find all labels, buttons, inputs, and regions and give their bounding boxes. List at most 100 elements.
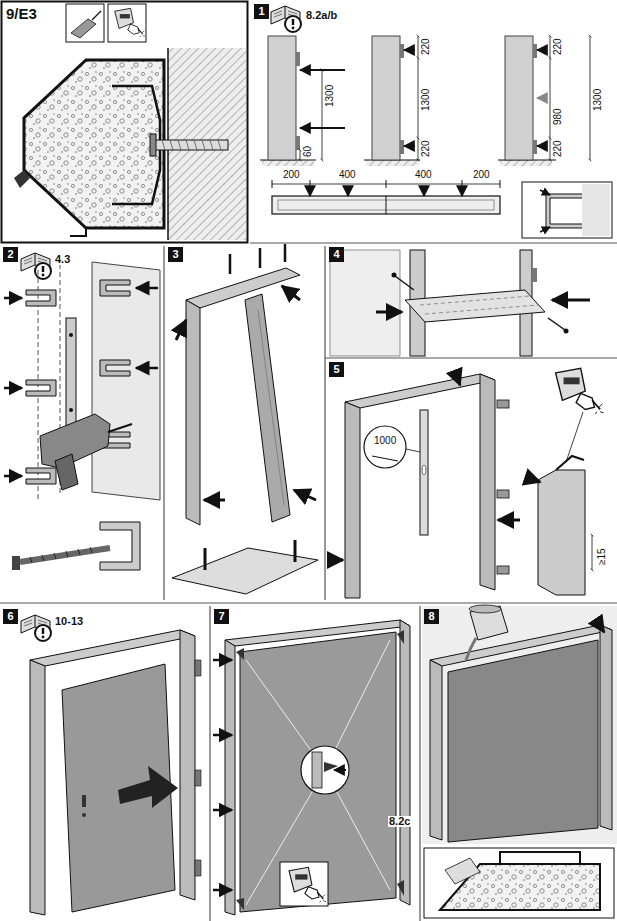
concrete-filling-panel-part bbox=[500, 852, 580, 864]
anchor-fixing-panel-part bbox=[136, 287, 158, 290]
dimension-label: 400 bbox=[338, 170, 357, 180]
spreader-panel-part bbox=[330, 250, 400, 356]
anchor-fixing-panel-part bbox=[4, 297, 22, 300]
wedging-panel-part bbox=[280, 862, 328, 906]
step-number: 2 bbox=[3, 247, 18, 262]
frame-assembly-panel-part bbox=[186, 300, 200, 525]
door-hanging-panel-part bbox=[82, 813, 86, 817]
spreader-panel-part bbox=[564, 329, 569, 334]
concrete-filling-panel-part bbox=[600, 625, 612, 830]
concrete-filling-panel-part bbox=[596, 620, 604, 632]
alignment-panel-part bbox=[528, 478, 540, 482]
anchor-positions-panel-part bbox=[300, 150, 301, 160]
step-number-text: 7 bbox=[218, 611, 224, 622]
anchor-positions-panel-part bbox=[537, 97, 547, 99]
frame-assembly-panel-part bbox=[259, 248, 262, 268]
alignment-panel-part bbox=[556, 368, 604, 414]
frame-assembly-panel-part bbox=[204, 499, 225, 502]
frame-section-panel-part bbox=[2, 2, 248, 243]
alignment-panel-part bbox=[406, 449, 420, 452]
concrete-filling-panel-part bbox=[470, 606, 508, 640]
frame-section-panel-part bbox=[108, 4, 146, 42]
frame-section-panel-part bbox=[70, 228, 86, 236]
panel-divider-part bbox=[0, 602, 617, 603]
spreader-panel-part bbox=[395, 276, 414, 290]
frame-assembly-panel-part bbox=[176, 320, 186, 340]
anchor-positions-panel-part bbox=[309, 186, 311, 196]
alignment-panel-part bbox=[538, 470, 585, 595]
anchor-positions-panel-part bbox=[400, 44, 404, 58]
dimension-label: 60 bbox=[303, 145, 313, 158]
frame-section-panel-part bbox=[150, 134, 156, 156]
panel-divider-part bbox=[325, 357, 617, 358]
anchor-positions-panel-part bbox=[404, 145, 415, 147]
door-hanging-panel-part bbox=[30, 660, 45, 915]
door-hanging-panel-part bbox=[195, 860, 201, 876]
anchor-positions-panel-part bbox=[548, 196, 582, 226]
panel-divider-part bbox=[324, 246, 325, 600]
dimension-label: ≥15 bbox=[597, 547, 607, 566]
step-number-text: 2 bbox=[7, 249, 13, 260]
anchor-positions-panel bbox=[260, 6, 612, 238]
alignment-panel-part bbox=[498, 519, 520, 522]
dimension-label: 980 bbox=[553, 107, 563, 126]
anchor-positions-panel-part bbox=[418, 138, 419, 160]
anchor-positions-panel-part bbox=[272, 196, 500, 214]
anchor-positions-panel-part bbox=[347, 186, 349, 196]
anchor-positions-panel-part bbox=[548, 196, 582, 226]
frame-assembly-panel bbox=[172, 244, 318, 594]
anchor-fixing-panel-part bbox=[108, 424, 132, 432]
wedging-panel-part bbox=[213, 734, 232, 737]
frame-section-panel-part bbox=[162, 140, 221, 150]
step-number: 6 bbox=[3, 609, 18, 624]
alignment-panel-part bbox=[372, 456, 398, 461]
anchor-positions-panel-part bbox=[550, 36, 551, 58]
concrete-filling-panel-part bbox=[430, 660, 442, 840]
anchor-positions-panel-part bbox=[296, 136, 300, 150]
anchor-positions-panel-part bbox=[271, 6, 301, 32]
anchor-positions-panel-part bbox=[300, 127, 345, 129]
step-number: 7 bbox=[214, 609, 229, 624]
alignment-panel-part bbox=[566, 412, 583, 462]
frame-assembly-panel-part bbox=[258, 310, 284, 505]
anchor-fixing-panel-part bbox=[69, 333, 73, 337]
alignment-panel-part bbox=[422, 465, 426, 475]
alignment-panel-part bbox=[556, 456, 584, 470]
step-number-text: 8 bbox=[428, 611, 434, 622]
anchor-positions-panel-part bbox=[268, 36, 296, 160]
anchor-fixing-panel-part bbox=[21, 253, 51, 279]
alignment-panel-part bbox=[345, 402, 360, 598]
alignment-panel-part bbox=[497, 566, 509, 574]
anchor-positions-panel-part bbox=[418, 36, 419, 58]
concrete-filling-panel-part bbox=[466, 638, 476, 660]
spreader-panel-part bbox=[552, 299, 590, 302]
anchor-positions-panel-part bbox=[590, 36, 591, 160]
frame-assembly-panel-part bbox=[294, 540, 297, 562]
step-number: 3 bbox=[168, 247, 183, 262]
anchor-positions-panel-part bbox=[300, 69, 345, 71]
frame-section-panel-part bbox=[14, 170, 30, 188]
frame-section-panel bbox=[2, 2, 248, 243]
door-hanging-panel bbox=[21, 615, 201, 915]
wedging-panel-part bbox=[246, 640, 390, 905]
step-number-text: 5 bbox=[333, 364, 339, 375]
spreader-panel bbox=[330, 250, 590, 356]
anchor-fixing-panel-part bbox=[55, 454, 78, 490]
step-number-text: 1 bbox=[258, 6, 264, 17]
reference-number: 8.2c bbox=[388, 816, 411, 827]
anchor-positions-panel-part bbox=[533, 140, 537, 154]
dimension-label: 1300 bbox=[421, 88, 431, 112]
concrete-filling-panel-part bbox=[424, 848, 614, 918]
spreader-panel-part bbox=[420, 296, 530, 305]
anchor-positions-panel-part bbox=[550, 138, 551, 160]
anchor-positions-panel-part bbox=[372, 36, 400, 160]
frame-assembly-panel-part bbox=[229, 254, 232, 274]
frame-section-panel-part bbox=[112, 86, 160, 204]
panel-divider bbox=[0, 243, 617, 921]
dimension-label: 1300 bbox=[593, 88, 603, 112]
anchor-fixing-panel-part bbox=[4, 475, 22, 478]
frame-section-panel-part bbox=[154, 140, 228, 150]
anchor-positions-panel-part bbox=[272, 180, 500, 188]
frame-section-panel-part bbox=[115, 8, 145, 37]
